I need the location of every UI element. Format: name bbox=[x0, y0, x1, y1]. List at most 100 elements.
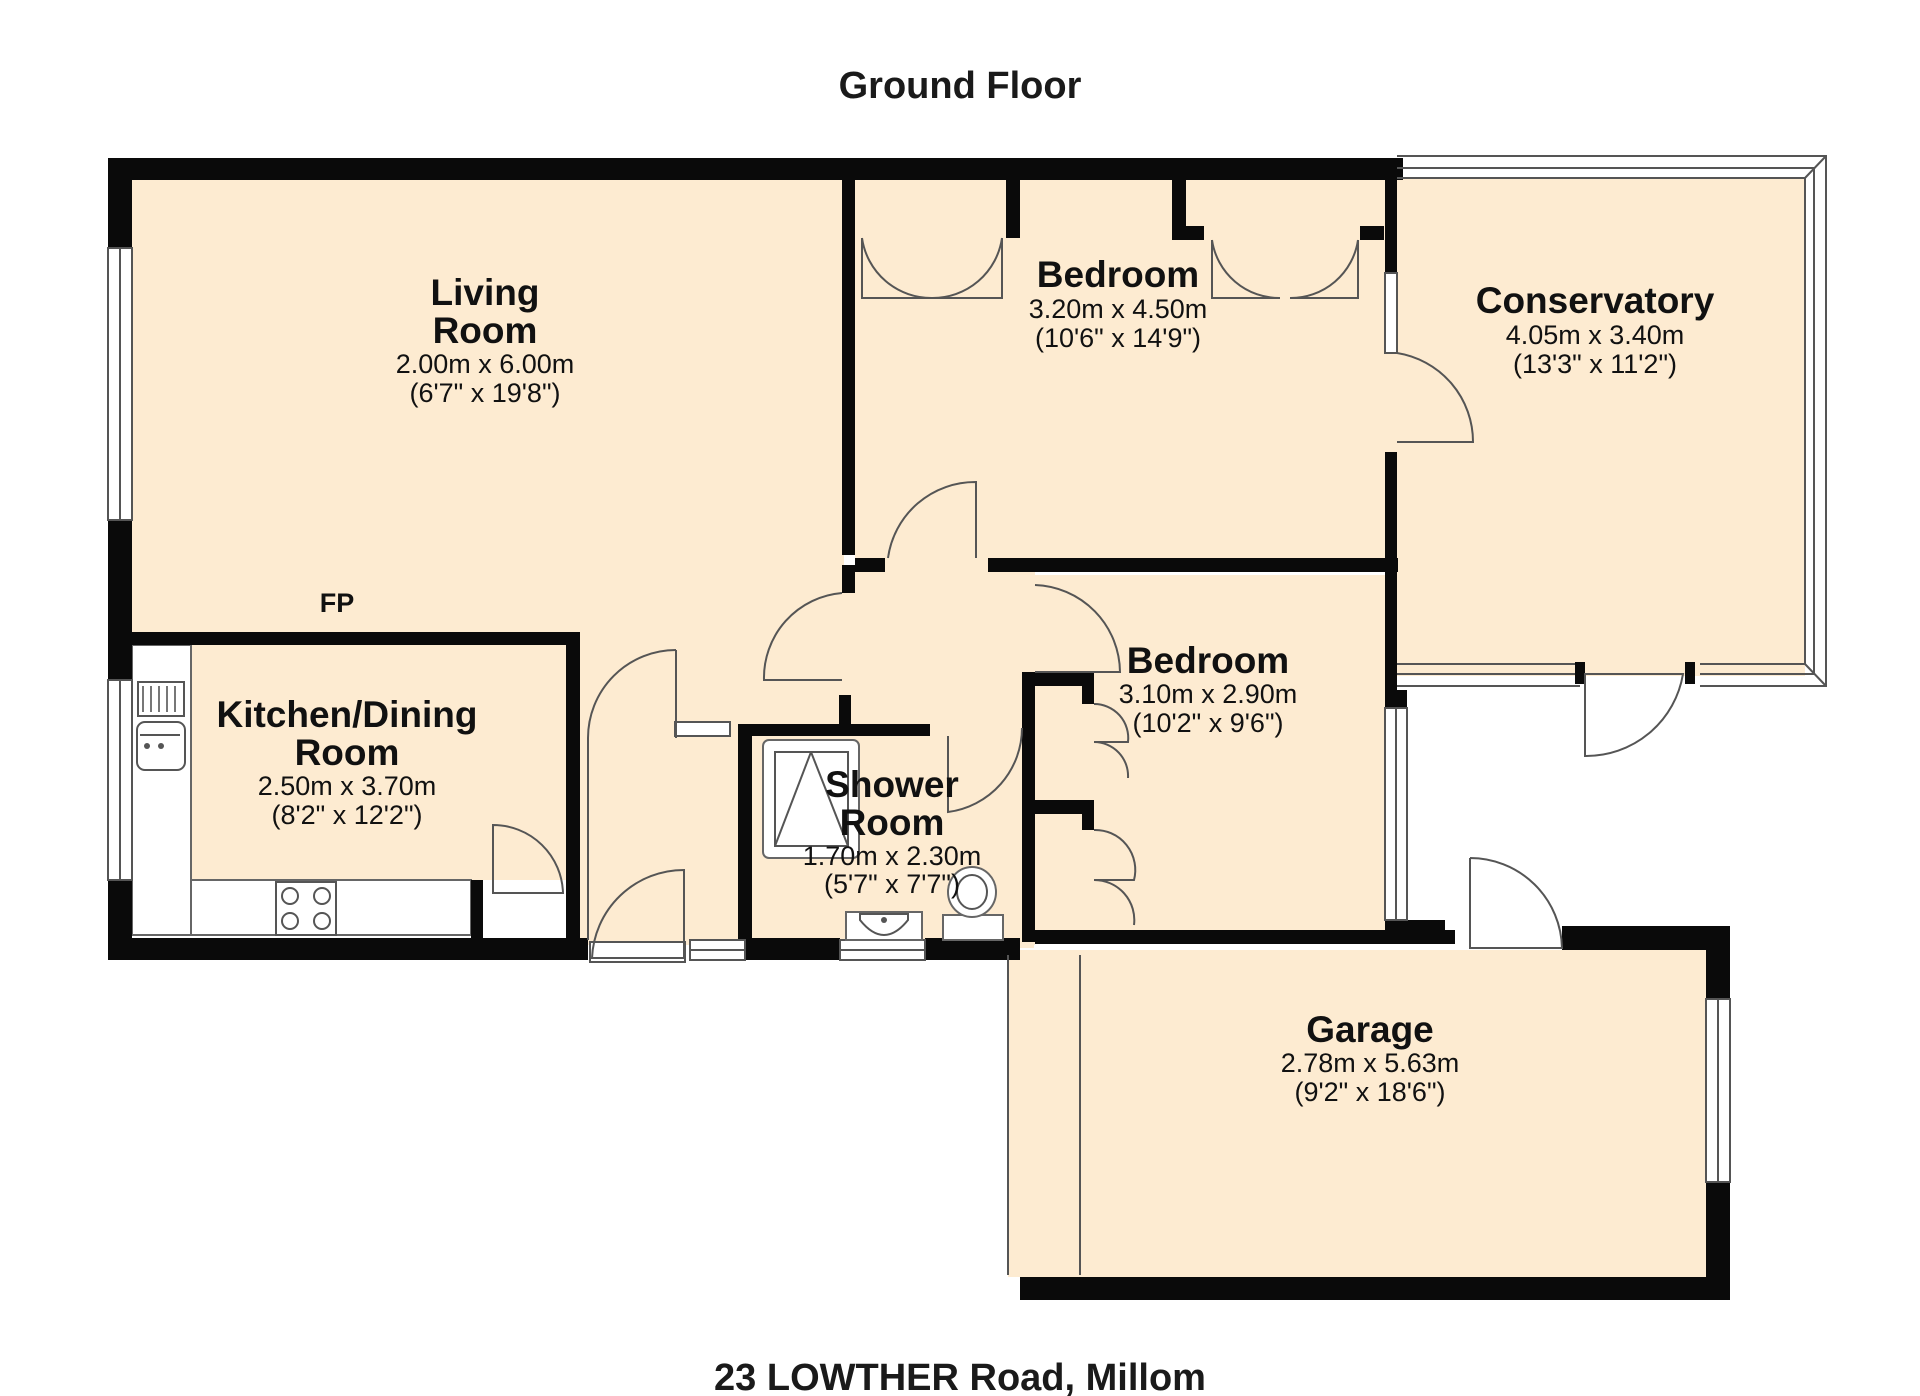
hall-mid-stub bbox=[839, 695, 851, 725]
conservatory-door-post-left bbox=[1575, 662, 1585, 684]
conservatory-external-door bbox=[1584, 673, 1685, 758]
basin-bowl-icon bbox=[859, 913, 909, 936]
bottom-wall-left bbox=[108, 938, 588, 960]
floor-fills bbox=[130, 178, 1805, 1277]
kitchen-cupboard-door bbox=[492, 823, 565, 894]
conservatory-door-post-right bbox=[1685, 662, 1695, 684]
conservatory-dim-ft: (13'3" x 11'2") bbox=[1513, 349, 1677, 379]
living-bedroom-wall bbox=[842, 178, 855, 555]
conservatory-door bbox=[1396, 352, 1475, 443]
bedroom-1-dim-m: 3.20m x 4.50m bbox=[1029, 294, 1208, 324]
wardrobe-door-1 bbox=[861, 237, 933, 300]
bedroom-2-floor bbox=[1035, 575, 1385, 935]
kitchen-bottom-counter bbox=[190, 879, 472, 936]
windows bbox=[107, 155, 1827, 1183]
shower-room-name-1: Shower bbox=[825, 764, 959, 805]
kitchen-dim-m: 2.50m x 3.70m bbox=[258, 771, 437, 801]
room-label-bedroom-2: Bedroom 3.10m x 2.90m (10'2" x 9'6") bbox=[1119, 640, 1298, 738]
conservatory-glazing bbox=[1397, 155, 1827, 687]
front-door bbox=[590, 868, 685, 959]
garage-bottom-wall bbox=[1020, 1277, 1730, 1300]
conservatory-name: Conservatory bbox=[1476, 280, 1715, 321]
kitchen-door bbox=[587, 649, 677, 940]
top-wall bbox=[108, 158, 1403, 180]
hob-icon bbox=[275, 881, 337, 936]
kitchen-floor bbox=[191, 645, 566, 880]
living-room-dim-m: 2.00m x 6.00m bbox=[396, 349, 575, 379]
shower-left-wall bbox=[738, 724, 752, 956]
kitchen-right-wall bbox=[566, 632, 580, 942]
sink-icon bbox=[136, 681, 186, 771]
wardrobe-door-2 bbox=[931, 237, 1003, 300]
kitchen-name-2: Room bbox=[295, 732, 400, 773]
left-wall-mid bbox=[108, 520, 132, 680]
cupboard-shelf-2 bbox=[1022, 800, 1094, 814]
shower-fixtures bbox=[762, 739, 1004, 941]
bedroom-2-dim-m: 3.10m x 2.90m bbox=[1119, 679, 1298, 709]
bedroom-1-floor bbox=[855, 178, 1397, 565]
garage-floor bbox=[1008, 950, 1710, 1277]
fireplace-label: FP bbox=[320, 588, 355, 618]
kitchen-dim-ft: (8'2" x 12'2") bbox=[271, 800, 422, 830]
page-title: Ground Floor bbox=[839, 65, 1082, 107]
bedroom-1-name: Bedroom bbox=[1037, 254, 1199, 295]
toilet-icon bbox=[947, 866, 997, 918]
kitchen-name-1: Kitchen/Dining bbox=[216, 694, 477, 735]
shower-room-dim-m: 1.70m x 2.30m bbox=[803, 841, 982, 871]
wardrobe-door-4 bbox=[1289, 239, 1359, 300]
bedroom-2-cupboard-door-1 bbox=[1093, 702, 1130, 743]
bedroom-2-name: Bedroom bbox=[1127, 640, 1289, 681]
bedroom-2-bottom-wall bbox=[1035, 930, 1455, 944]
bedroom-2-cupboard-door-3 bbox=[1093, 828, 1137, 881]
hall-stub-left bbox=[842, 565, 855, 593]
living-room-door bbox=[762, 592, 843, 681]
bedroom-1-door bbox=[887, 480, 977, 559]
cupboard-post-2 bbox=[1082, 800, 1094, 830]
garage-name: Garage bbox=[1306, 1009, 1434, 1050]
wardrobe-divider-1 bbox=[1006, 178, 1020, 238]
shower-room-door bbox=[947, 727, 1023, 814]
cupboard-post-1 bbox=[1082, 672, 1094, 704]
bedroom-2-right-wall-upper bbox=[1385, 567, 1397, 707]
living-room-name-2: Room bbox=[433, 310, 538, 351]
room-label-garage: Garage 2.78m x 5.63m (9'2" x 18'6") bbox=[1281, 1009, 1460, 1107]
bottom-wall-mid bbox=[745, 938, 840, 960]
bedroom-2-dim-ft: (10'2" x 9'6") bbox=[1132, 708, 1283, 738]
room-label-shower: Shower Room 1.70m x 2.30m (5'7" x 7'7") bbox=[803, 764, 982, 899]
toilet-cistern-icon bbox=[942, 914, 1004, 941]
room-label-kitchen: Kitchen/Dining Room 2.50m x 3.70m (8'2" … bbox=[216, 694, 477, 830]
garage-dim-m: 2.78m x 5.63m bbox=[1281, 1048, 1460, 1078]
bottom-wall-right bbox=[925, 938, 1020, 960]
kitchen-side-counter bbox=[131, 644, 192, 936]
wardrobe-divider-3 bbox=[1172, 226, 1204, 240]
wardrobe-divider-2 bbox=[1172, 178, 1186, 238]
bedroom-2-door bbox=[1034, 584, 1122, 673]
kitchen-top-wall bbox=[130, 632, 580, 645]
garage-side-door bbox=[1469, 857, 1564, 949]
kitchen-counters bbox=[131, 644, 472, 936]
address-label: 23 LOWTHER Road, Millom bbox=[714, 1357, 1206, 1396]
shower-room-name-2: Room bbox=[840, 802, 945, 843]
cupboard-shelf-1 bbox=[1022, 672, 1094, 686]
conservatory-floor bbox=[1397, 178, 1805, 676]
shower-tray-icon bbox=[762, 739, 860, 859]
bedroom-2-cupboard-door-4 bbox=[1093, 878, 1136, 926]
room-label-conservatory: Conservatory 4.05m x 3.40m (13'3" x 11'2… bbox=[1476, 280, 1715, 379]
doors bbox=[492, 237, 1685, 963]
shower-room-dim-ft: (5'7" x 7'7") bbox=[824, 869, 960, 899]
garage-right-wall-upper bbox=[1706, 926, 1730, 999]
walls bbox=[108, 158, 1730, 1300]
living-room-floor bbox=[130, 178, 844, 632]
garage-dim-ft: (9'2" x 18'6") bbox=[1294, 1077, 1445, 1107]
bedroom-conservatory-wall-lower bbox=[1385, 452, 1397, 567]
wardrobe-divider-4 bbox=[1360, 226, 1384, 240]
hall-top-stub bbox=[855, 558, 885, 572]
shower-top-wall bbox=[738, 724, 930, 736]
left-wall-upper bbox=[108, 158, 132, 248]
living-room-dim-ft: (6'7" x 19'8") bbox=[409, 378, 560, 408]
bedroom-1-window bbox=[1384, 272, 1398, 354]
room-label-bedroom-1: Bedroom 3.20m x 4.50m (10'6" x 14'9") bbox=[1029, 254, 1208, 353]
bedroom-2-right-wall-stub bbox=[1385, 690, 1407, 708]
wardrobe-door-3 bbox=[1211, 239, 1281, 300]
